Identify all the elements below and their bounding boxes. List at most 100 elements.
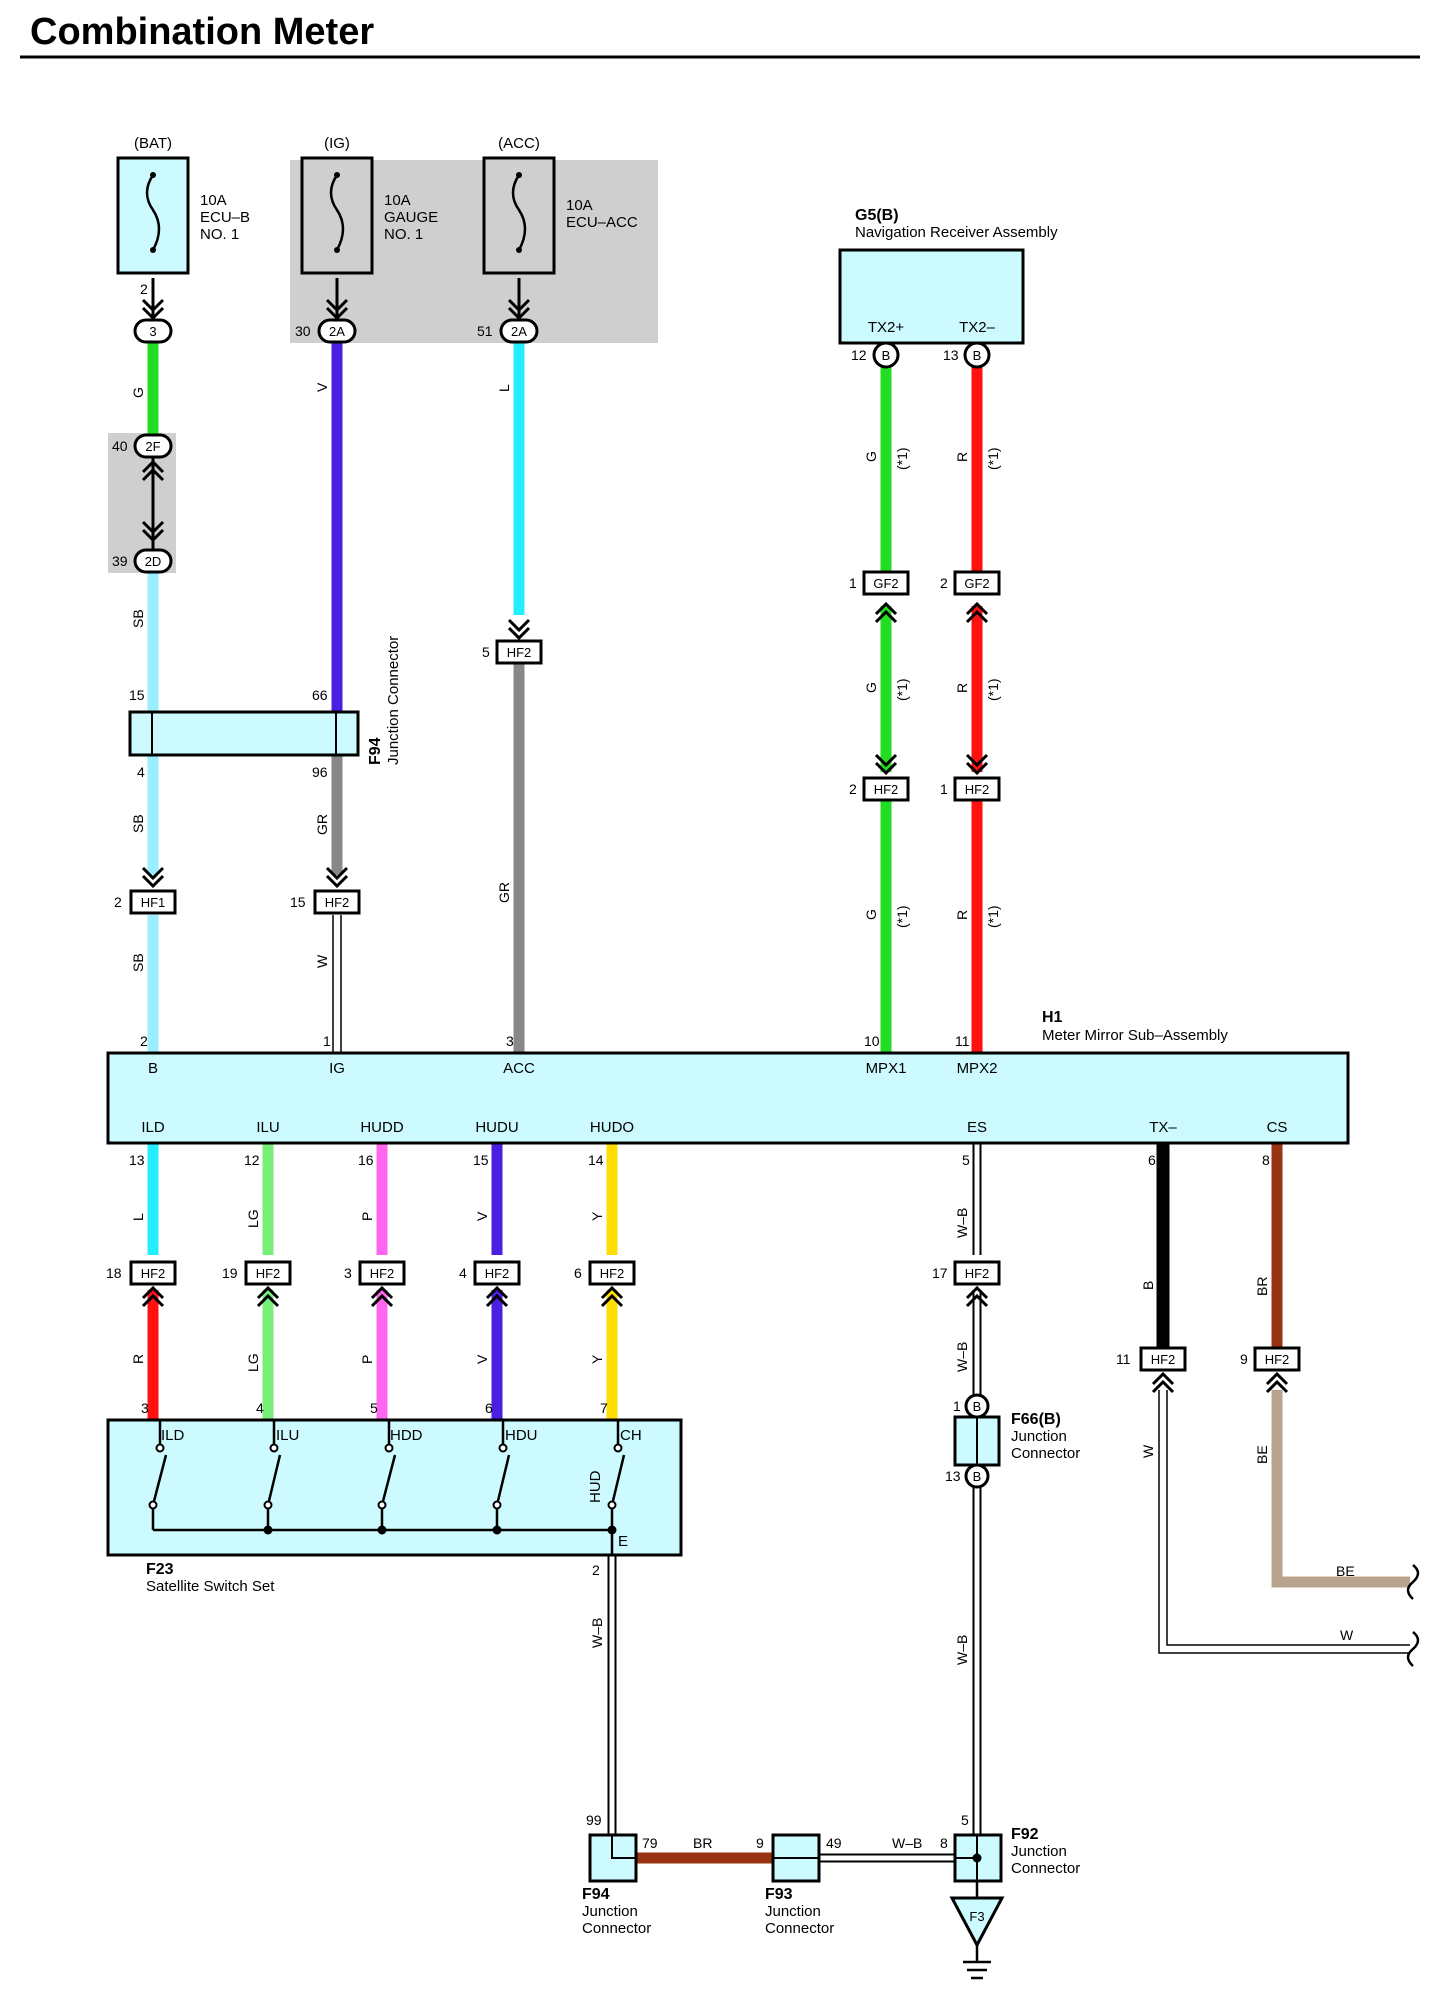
svg-text:HDD: HDD xyxy=(390,1427,423,1444)
svg-text:ECU–ACC: ECU–ACC xyxy=(566,214,638,231)
wire-labels: G SB SB SB V GR W L GR G G G R R R (*1) … xyxy=(130,382,1355,1851)
svg-text:SB: SB xyxy=(130,953,146,972)
svg-text:2A: 2A xyxy=(329,324,345,339)
svg-text:HF2: HF2 xyxy=(965,1266,990,1281)
svg-text:CS: CS xyxy=(1267,1119,1288,1136)
svg-text:4: 4 xyxy=(459,1265,467,1281)
svg-text:2F: 2F xyxy=(145,439,160,454)
svg-text:51: 51 xyxy=(477,323,493,339)
svg-text:15: 15 xyxy=(129,687,145,703)
connector-hf2-hudo: HF2 6 xyxy=(574,1260,636,1286)
svg-text:17: 17 xyxy=(932,1265,948,1281)
svg-text:14: 14 xyxy=(588,1152,604,1168)
connector-hf2-es: HF2 17 xyxy=(932,1260,1001,1286)
connector-hf2-ilu: HF2 19 xyxy=(222,1260,292,1286)
svg-text:NO. 1: NO. 1 xyxy=(200,226,239,243)
svg-text:3: 3 xyxy=(344,1265,352,1281)
connector-hf2-cs: HF2 9 xyxy=(1240,1346,1301,1372)
svg-text:2: 2 xyxy=(140,1033,148,1049)
svg-text:5: 5 xyxy=(962,1152,970,1168)
svg-text:LG: LG xyxy=(245,1209,261,1228)
svg-text:B: B xyxy=(973,1469,982,1484)
svg-text:HDU: HDU xyxy=(505,1427,538,1444)
svg-text:G5(B): G5(B) xyxy=(855,207,899,224)
svg-text:1: 1 xyxy=(953,1398,961,1414)
connector-2d: 2D 39 xyxy=(112,548,173,574)
connector-2a-ig: 2A 30 xyxy=(295,318,357,344)
f94-junction-bottom: 99 79 F94 Junction Connector xyxy=(582,1812,658,1937)
svg-text:W–B: W–B xyxy=(954,1635,970,1665)
svg-text:49: 49 xyxy=(826,1835,842,1851)
svg-text:79: 79 xyxy=(642,1835,658,1851)
svg-text:MPX2: MPX2 xyxy=(957,1060,998,1077)
svg-text:SB: SB xyxy=(130,609,146,628)
svg-text:B: B xyxy=(973,348,982,363)
svg-text:HF1: HF1 xyxy=(141,895,166,910)
svg-text:Connector: Connector xyxy=(1011,1860,1080,1877)
svg-text:(*1): (*1) xyxy=(985,447,1001,470)
svg-text:8: 8 xyxy=(940,1835,948,1851)
svg-text:Y: Y xyxy=(589,1211,605,1221)
page-title: Combination Meter xyxy=(30,11,374,53)
svg-text:ILU: ILU xyxy=(276,1427,299,1444)
svg-text:F3: F3 xyxy=(969,1909,984,1924)
svg-text:BR: BR xyxy=(1254,1277,1270,1296)
svg-text:G: G xyxy=(130,387,146,398)
svg-text:(*1): (*1) xyxy=(985,905,1001,928)
svg-text:9: 9 xyxy=(1240,1351,1248,1367)
svg-text:Junction: Junction xyxy=(765,1903,821,1920)
wire-be-cs xyxy=(1271,1390,1410,1588)
svg-text:HF2: HF2 xyxy=(874,782,899,797)
svg-text:W–B: W–B xyxy=(954,1208,970,1238)
connector-hf2-mpx2: HF2 1 xyxy=(940,776,1001,802)
svg-text:HF2: HF2 xyxy=(141,1266,166,1281)
svg-text:F94: F94 xyxy=(367,737,384,765)
svg-text:MPX1: MPX1 xyxy=(866,1060,907,1077)
svg-text:Connector: Connector xyxy=(765,1920,834,1937)
connector-hf1: HF1 2 xyxy=(114,889,177,915)
svg-text:15: 15 xyxy=(290,894,306,910)
svg-text:Junction: Junction xyxy=(1011,1428,1067,1445)
svg-text:R: R xyxy=(130,1354,146,1364)
svg-text:W: W xyxy=(314,954,330,968)
svg-text:G: G xyxy=(863,682,879,693)
svg-text:4: 4 xyxy=(256,1400,264,1416)
svg-text:12: 12 xyxy=(851,347,867,363)
svg-text:13: 13 xyxy=(129,1152,145,1168)
svg-text:13: 13 xyxy=(943,347,959,363)
svg-text:B: B xyxy=(148,1060,158,1077)
svg-text:Junction: Junction xyxy=(582,1903,638,1920)
svg-text:2: 2 xyxy=(849,781,857,797)
svg-text:2A: 2A xyxy=(511,324,527,339)
svg-text:10A: 10A xyxy=(566,197,593,214)
svg-text:B: B xyxy=(1140,1281,1156,1290)
svg-text:GAUGE: GAUGE xyxy=(384,209,438,226)
svg-text:Y: Y xyxy=(589,1354,605,1364)
svg-text:G: G xyxy=(863,909,879,920)
connector-hf2-mpx1: HF2 2 xyxy=(849,776,910,802)
svg-text:3: 3 xyxy=(149,324,156,339)
svg-text:3: 3 xyxy=(506,1033,514,1049)
svg-text:ILU: ILU xyxy=(256,1119,279,1136)
svg-text:5: 5 xyxy=(370,1400,378,1416)
connector-gf2-2: GF2 2 xyxy=(940,570,1001,596)
svg-text:HF2: HF2 xyxy=(370,1266,395,1281)
svg-text:3: 3 xyxy=(141,1400,149,1416)
svg-text:CH: CH xyxy=(620,1427,642,1444)
svg-text:NO. 1: NO. 1 xyxy=(384,226,423,243)
svg-text:Satellite Switch Set: Satellite Switch Set xyxy=(146,1578,275,1595)
svg-text:5: 5 xyxy=(482,644,490,660)
fuse-acc: (ACC) 10A ECU–ACC xyxy=(482,135,638,275)
svg-text:40: 40 xyxy=(112,438,128,454)
svg-text:Meter Mirror Sub–Assembly: Meter Mirror Sub–Assembly xyxy=(1042,1027,1228,1044)
h1-meter-mirror: H1 Meter Mirror Sub–Assembly 2 B 1 IG 3 … xyxy=(106,1009,1350,1168)
svg-text:W: W xyxy=(1140,1444,1156,1458)
svg-text:ECU–B: ECU–B xyxy=(200,209,250,226)
svg-text:8: 8 xyxy=(1262,1152,1270,1168)
svg-text:H1: H1 xyxy=(1042,1009,1063,1026)
svg-text:R: R xyxy=(954,910,970,920)
svg-text:P: P xyxy=(359,1355,375,1364)
svg-text:HF2: HF2 xyxy=(600,1266,625,1281)
svg-text:(ACC): (ACC) xyxy=(498,135,540,152)
